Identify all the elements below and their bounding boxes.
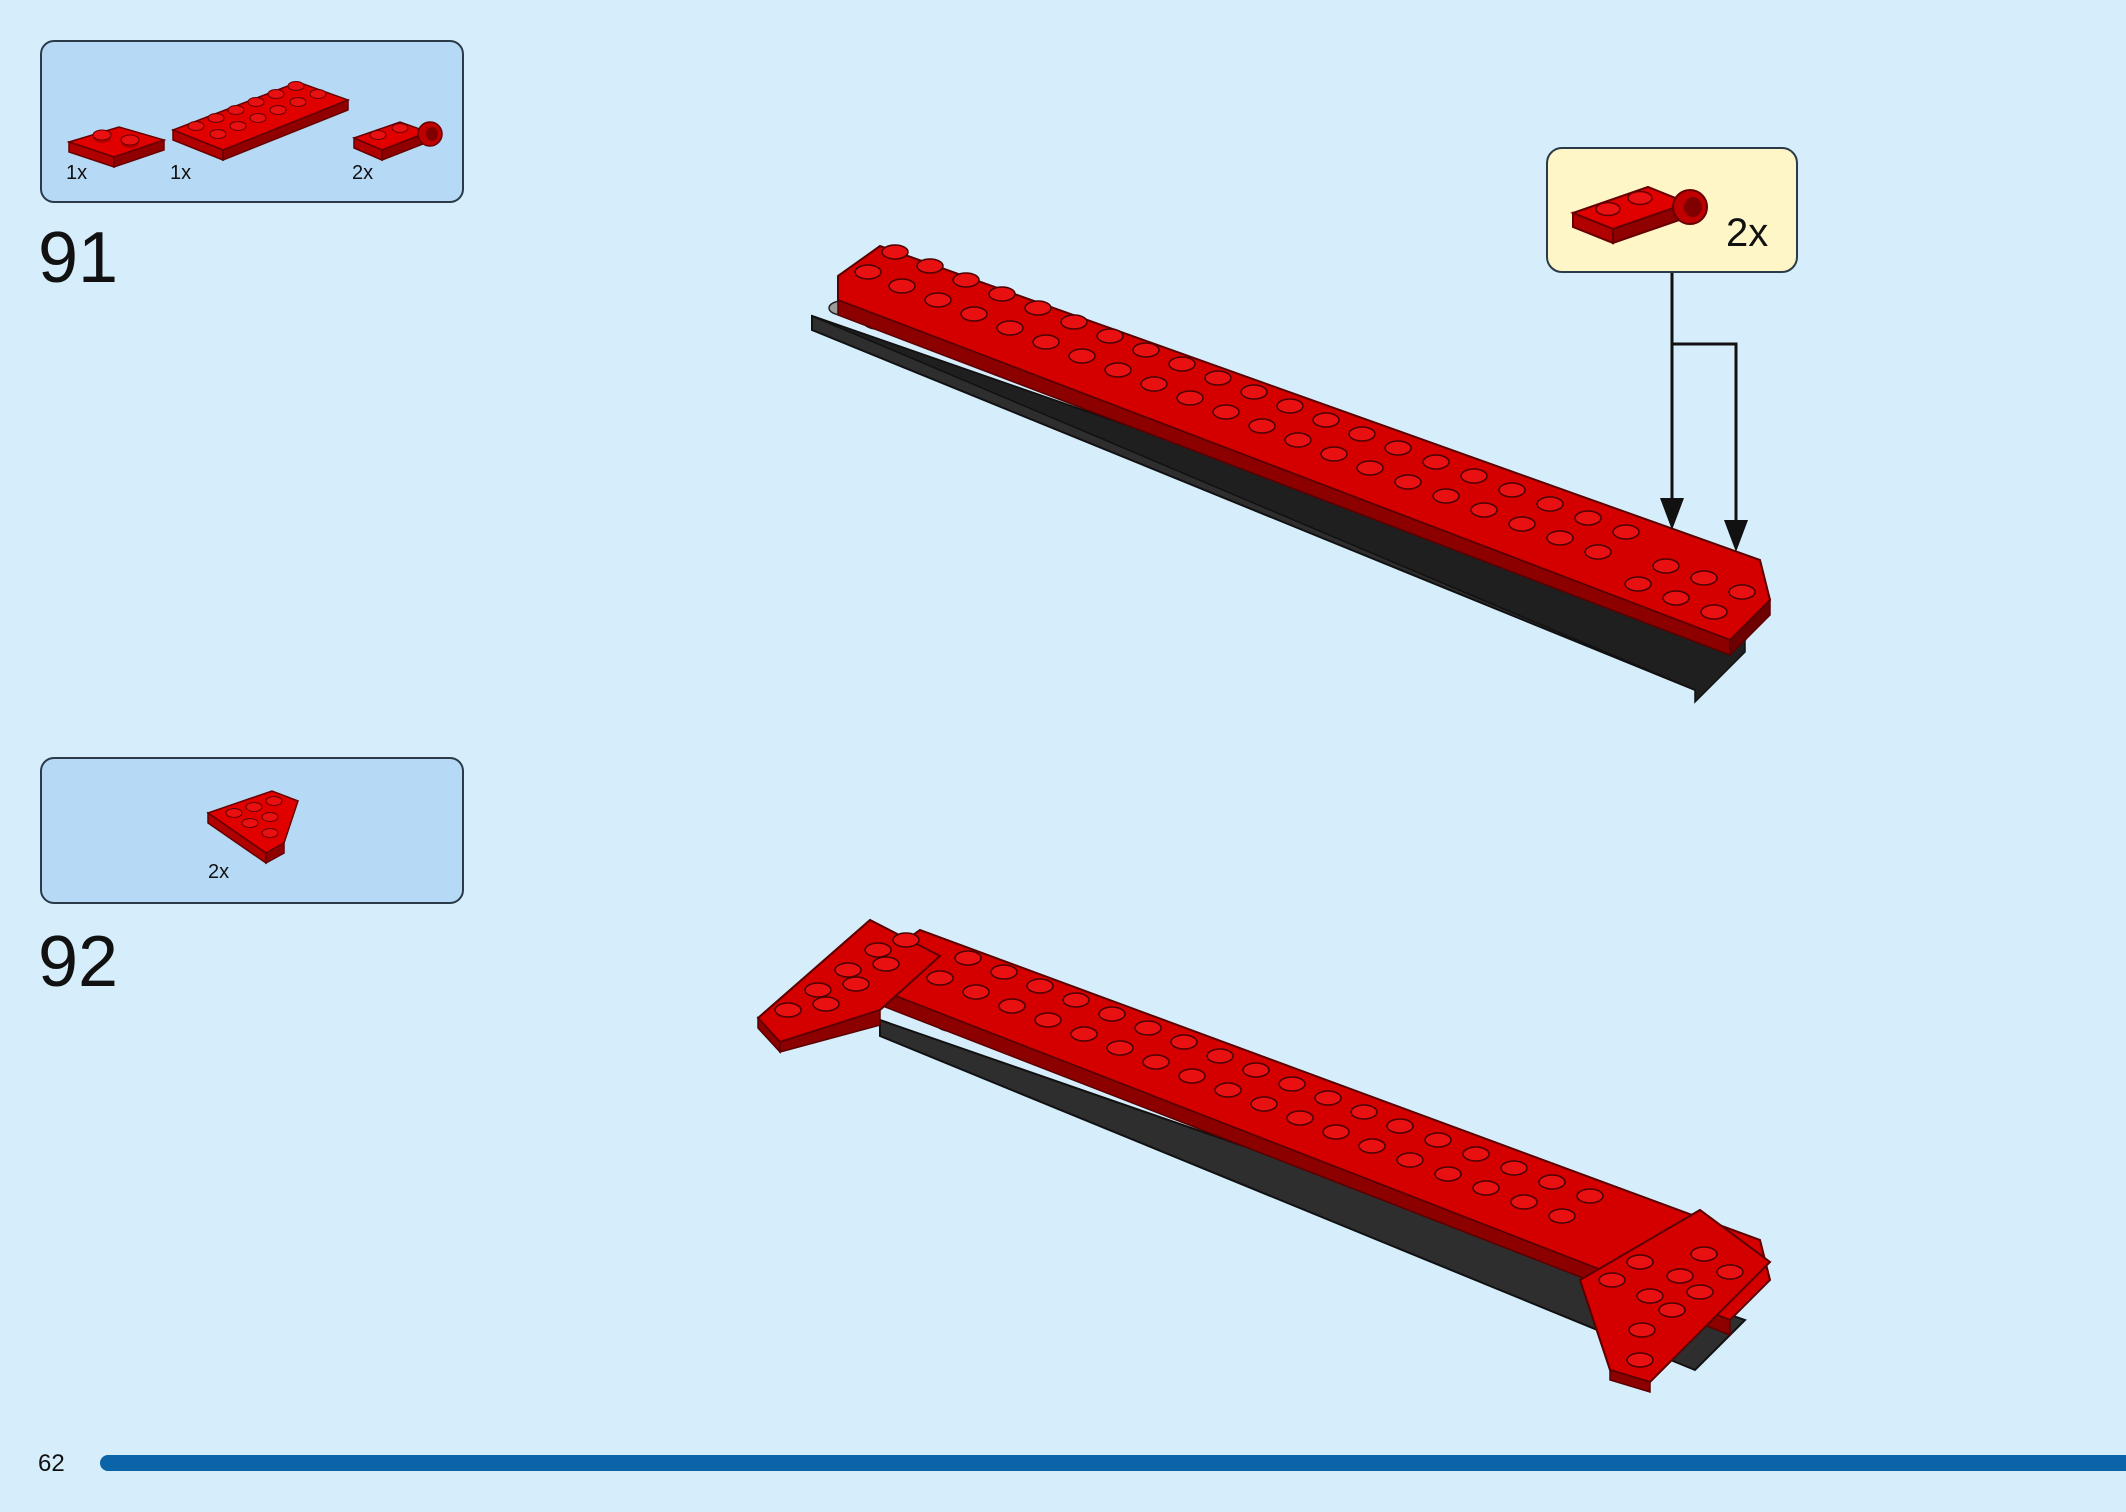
- step-number: 92: [38, 922, 119, 1002]
- part-plate-clip-icon: [1570, 185, 1708, 245]
- part-plate-clip-icon: [351, 121, 443, 162]
- part-qty: 2x: [208, 861, 230, 883]
- part-qty: 2x: [352, 162, 374, 184]
- callout-box: 2x: [1546, 147, 1798, 273]
- parts-box-step-92: 2x: [40, 757, 464, 904]
- parts-box-step-91: 1x 1x 2x: [40, 40, 464, 203]
- part-plate-1x2-icon: [66, 126, 167, 169]
- part-qty: 1x: [170, 162, 192, 184]
- part-plate-2x6-icon: [170, 81, 351, 162]
- step-number: 91: [38, 218, 119, 298]
- callout-qty: 2x: [1726, 211, 1769, 255]
- page-number: 62: [38, 1450, 65, 1477]
- part-wedge-plate-icon: [206, 790, 299, 865]
- part-qty: 1x: [66, 162, 88, 184]
- progress-bar: [100, 1455, 2126, 1471]
